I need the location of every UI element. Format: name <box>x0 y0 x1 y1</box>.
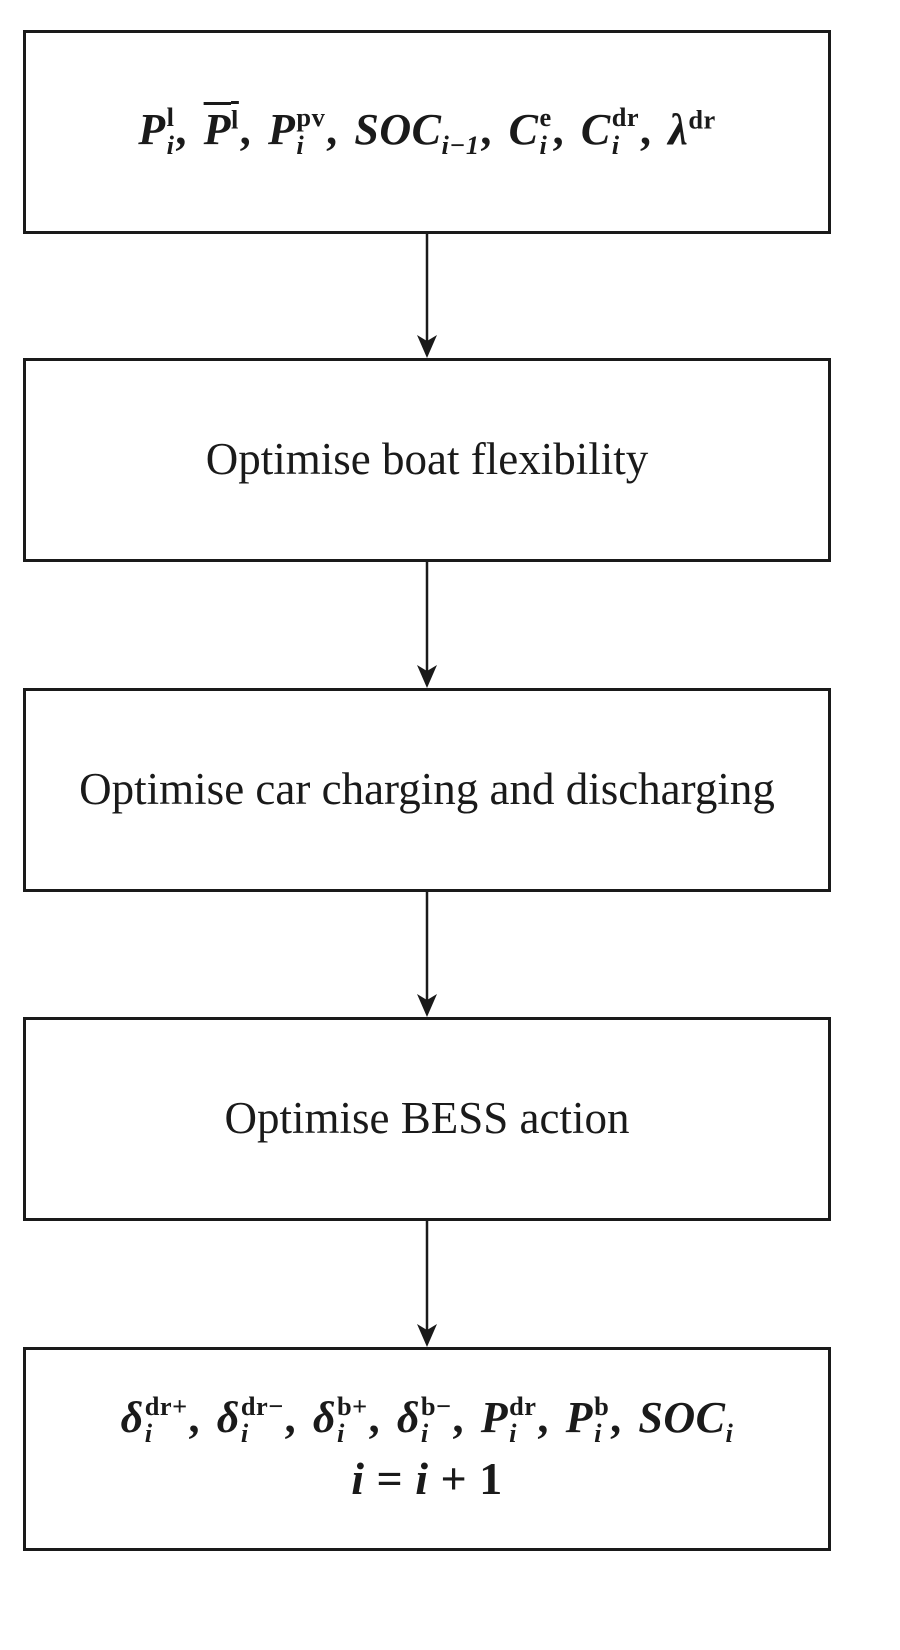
node-optimise-boat-flexibility: Optimise boat flexibility <box>23 358 831 562</box>
edge-bess-output <box>417 1221 437 1347</box>
node-label: Optimise boat flexibility <box>205 434 649 485</box>
edge-input-boat <box>417 234 437 358</box>
iteration-increment: i = i + 1 <box>351 1453 503 1505</box>
node-label: Optimise car charging and discharging <box>79 764 775 815</box>
edge-car-bess <box>417 892 437 1017</box>
node-optimise-car-charging: Optimise car charging and discharging <box>23 688 831 892</box>
node-optimise-bess-action: Optimise BESS action <box>23 1017 831 1221</box>
node-label: Optimise BESS action <box>224 1093 630 1144</box>
edge-boat-car <box>417 562 437 688</box>
